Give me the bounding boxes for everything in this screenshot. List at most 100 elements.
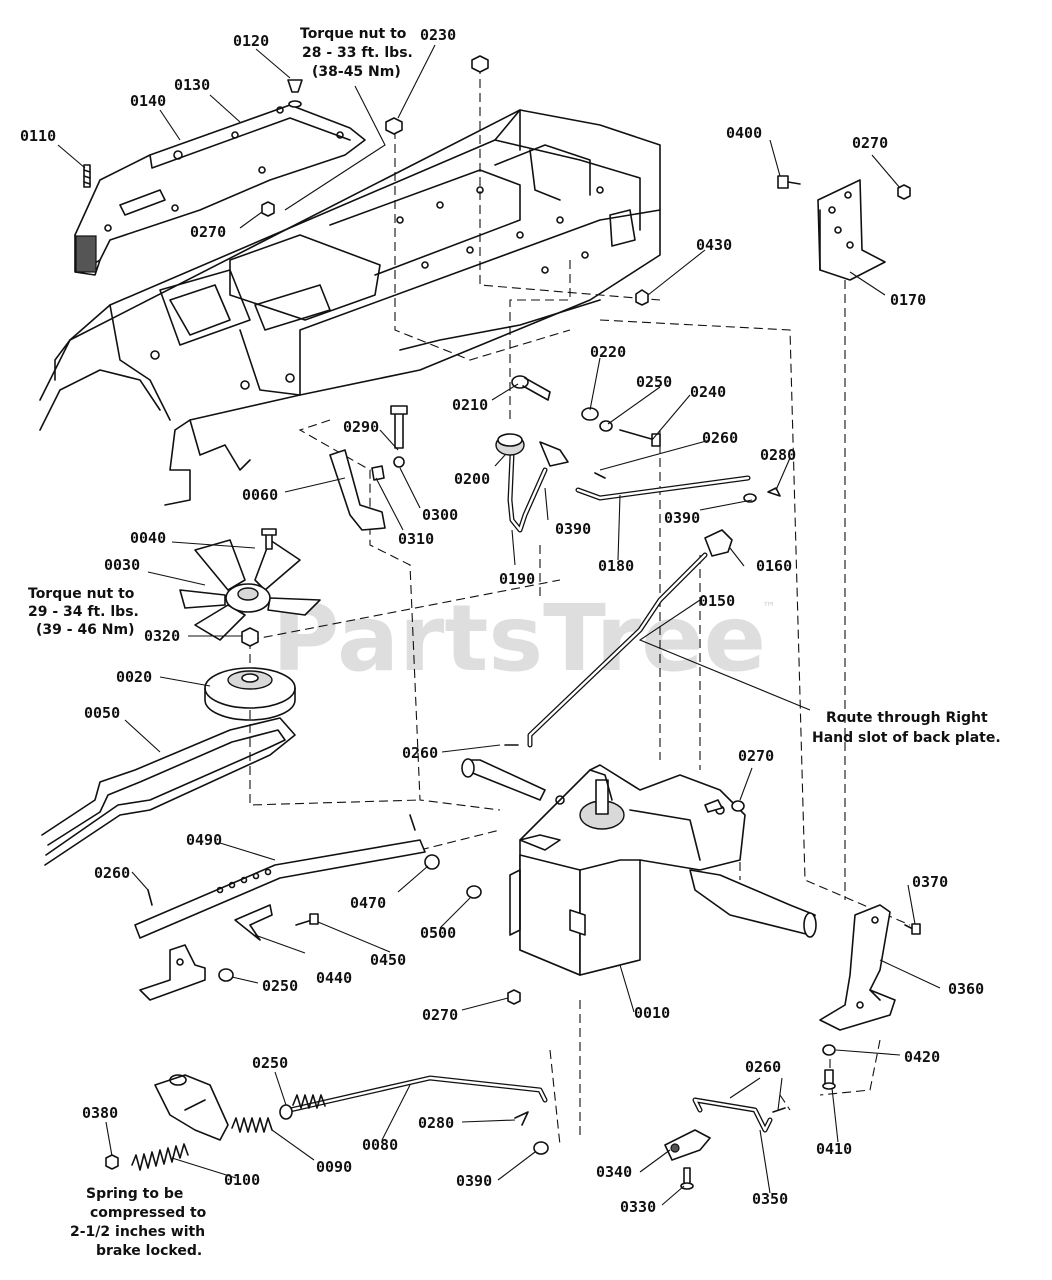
clip-0280-lower	[514, 1111, 529, 1126]
bracket-0360	[819, 904, 896, 1031]
bolt-0110	[83, 164, 91, 188]
label-0240: 0240	[690, 383, 726, 401]
label-0120: 0120	[233, 32, 269, 50]
washer-0250-left	[218, 968, 234, 982]
label-0450: 0450	[370, 951, 406, 969]
bracket-0170	[817, 179, 886, 281]
label-0250-bottom: 0250	[252, 1054, 288, 1072]
label-0400: 0400	[726, 124, 762, 142]
label-0200: 0200	[454, 470, 490, 488]
label-0390-top: 0390	[664, 509, 700, 527]
label-0110: 0110	[20, 127, 56, 145]
nut-0270-lower	[507, 989, 521, 1005]
spring-0100	[131, 1143, 189, 1171]
label-0080: 0080	[362, 1136, 398, 1154]
shift-lever-0190	[495, 433, 569, 533]
svg-text:compressed to: compressed to	[90, 1205, 207, 1221]
label-0330: 0330	[620, 1198, 656, 1216]
washer-0220	[581, 407, 613, 432]
nut-0380	[105, 1154, 119, 1170]
bolt-0400	[777, 175, 801, 189]
label-0020: 0020	[116, 668, 152, 686]
label-0150: 0150	[699, 592, 735, 610]
label-0160: 0160	[756, 557, 792, 575]
label-0140: 0140	[130, 92, 166, 110]
label-0100: 0100	[224, 1171, 260, 1189]
label-0260-right: 0260	[745, 1058, 781, 1076]
label-0250-left: 0250	[262, 977, 298, 995]
brake-rod-0080	[287, 1075, 548, 1113]
label-0360: 0360	[948, 980, 984, 998]
label-0490: 0490	[186, 831, 222, 849]
label-0190: 0190	[499, 570, 535, 588]
nut-0230	[385, 55, 489, 135]
bolt-0410	[822, 1069, 836, 1090]
bolt-0330	[680, 1167, 694, 1190]
bracket-0440	[234, 904, 273, 941]
label-0390-bottom: 0390	[456, 1172, 492, 1190]
bushing-0470	[424, 854, 440, 870]
label-0210: 0210	[452, 396, 488, 414]
note-spring: Spring to be compressed to 2-1/2 inches …	[70, 1186, 207, 1259]
belt-0050	[41, 717, 296, 866]
cap-0120	[287, 79, 303, 108]
label-0430: 0430	[696, 236, 732, 254]
spring-0090	[231, 1094, 326, 1133]
washer-0270-trans	[731, 800, 745, 812]
label-0310: 0310	[398, 530, 434, 548]
bolt-0040	[261, 528, 277, 550]
svg-text:29 - 34 ft. lbs.: 29 - 34 ft. lbs.	[28, 604, 139, 620]
nut-0270-panel	[261, 201, 275, 217]
note-torque-left: Torque nut to 29 - 34 ft. lbs. (39 - 46 …	[28, 586, 139, 638]
frame	[39, 109, 661, 506]
label-0410: 0410	[816, 1140, 852, 1158]
label-0270-b: 0270	[852, 134, 888, 152]
clip-0260	[147, 814, 416, 906]
svg-text:(38-45 Nm): (38-45 Nm)	[312, 64, 401, 80]
label-0470: 0470	[350, 894, 386, 912]
bracket-mount-0490	[139, 944, 206, 1001]
bushing-0210	[511, 375, 551, 401]
part-labels: 0110 0120 0130 0140 0230 0270 0400 0270 …	[20, 26, 984, 1216]
label-0280-bottom: 0280	[418, 1114, 454, 1132]
bracket-0060	[329, 405, 408, 531]
label-0090: 0090	[316, 1158, 352, 1176]
rod-0150	[504, 529, 733, 748]
svg-text:(39 - 46 Nm): (39 - 46 Nm)	[36, 622, 135, 638]
label-0280-top: 0280	[760, 446, 796, 464]
bracket-brake	[154, 1074, 229, 1141]
label-0500: 0500	[420, 924, 456, 942]
note-route: Route through Right Hand slot of back pl…	[812, 710, 1001, 746]
label-0250-top: 0250	[636, 373, 672, 391]
rod-0180	[575, 472, 781, 503]
note-torque-top: Torque nut to 28 - 33 ft. lbs. (38-45 Nm…	[300, 26, 413, 80]
nut-0320	[241, 627, 259, 647]
label-0220: 0220	[590, 343, 626, 361]
label-0440: 0440	[316, 969, 352, 987]
label-0340: 0340	[596, 1163, 632, 1181]
washer-0390-lower	[533, 1141, 549, 1155]
linkage-0350	[692, 1097, 786, 1133]
leader-lines	[57, 44, 941, 1206]
label-0390-mid: 0390	[555, 520, 591, 538]
transmission-0010	[461, 758, 817, 976]
label-0260-left: 0260	[94, 864, 130, 882]
fan-0030	[179, 539, 321, 641]
bolt-0450	[295, 913, 319, 926]
svg-text:Torque nut to: Torque nut to	[28, 586, 135, 602]
label-0320: 0320	[144, 627, 180, 645]
watermark: PartsTree	[272, 585, 766, 692]
nut-0270-bracket	[897, 184, 911, 200]
label-0350: 0350	[752, 1190, 788, 1208]
svg-text:Route through Right: Route through Right	[826, 710, 988, 726]
label-0300: 0300	[422, 506, 458, 524]
nut-0430	[635, 289, 649, 306]
label-0380: 0380	[82, 1104, 118, 1122]
lever-0340	[664, 1129, 711, 1161]
label-0230: 0230	[420, 26, 456, 44]
label-0270-d: 0270	[422, 1006, 458, 1024]
svg-text:Hand slot of back plate.: Hand slot of back plate.	[812, 730, 1001, 746]
label-0290: 0290	[343, 418, 379, 436]
svg-text:brake locked.: brake locked.	[96, 1243, 202, 1259]
